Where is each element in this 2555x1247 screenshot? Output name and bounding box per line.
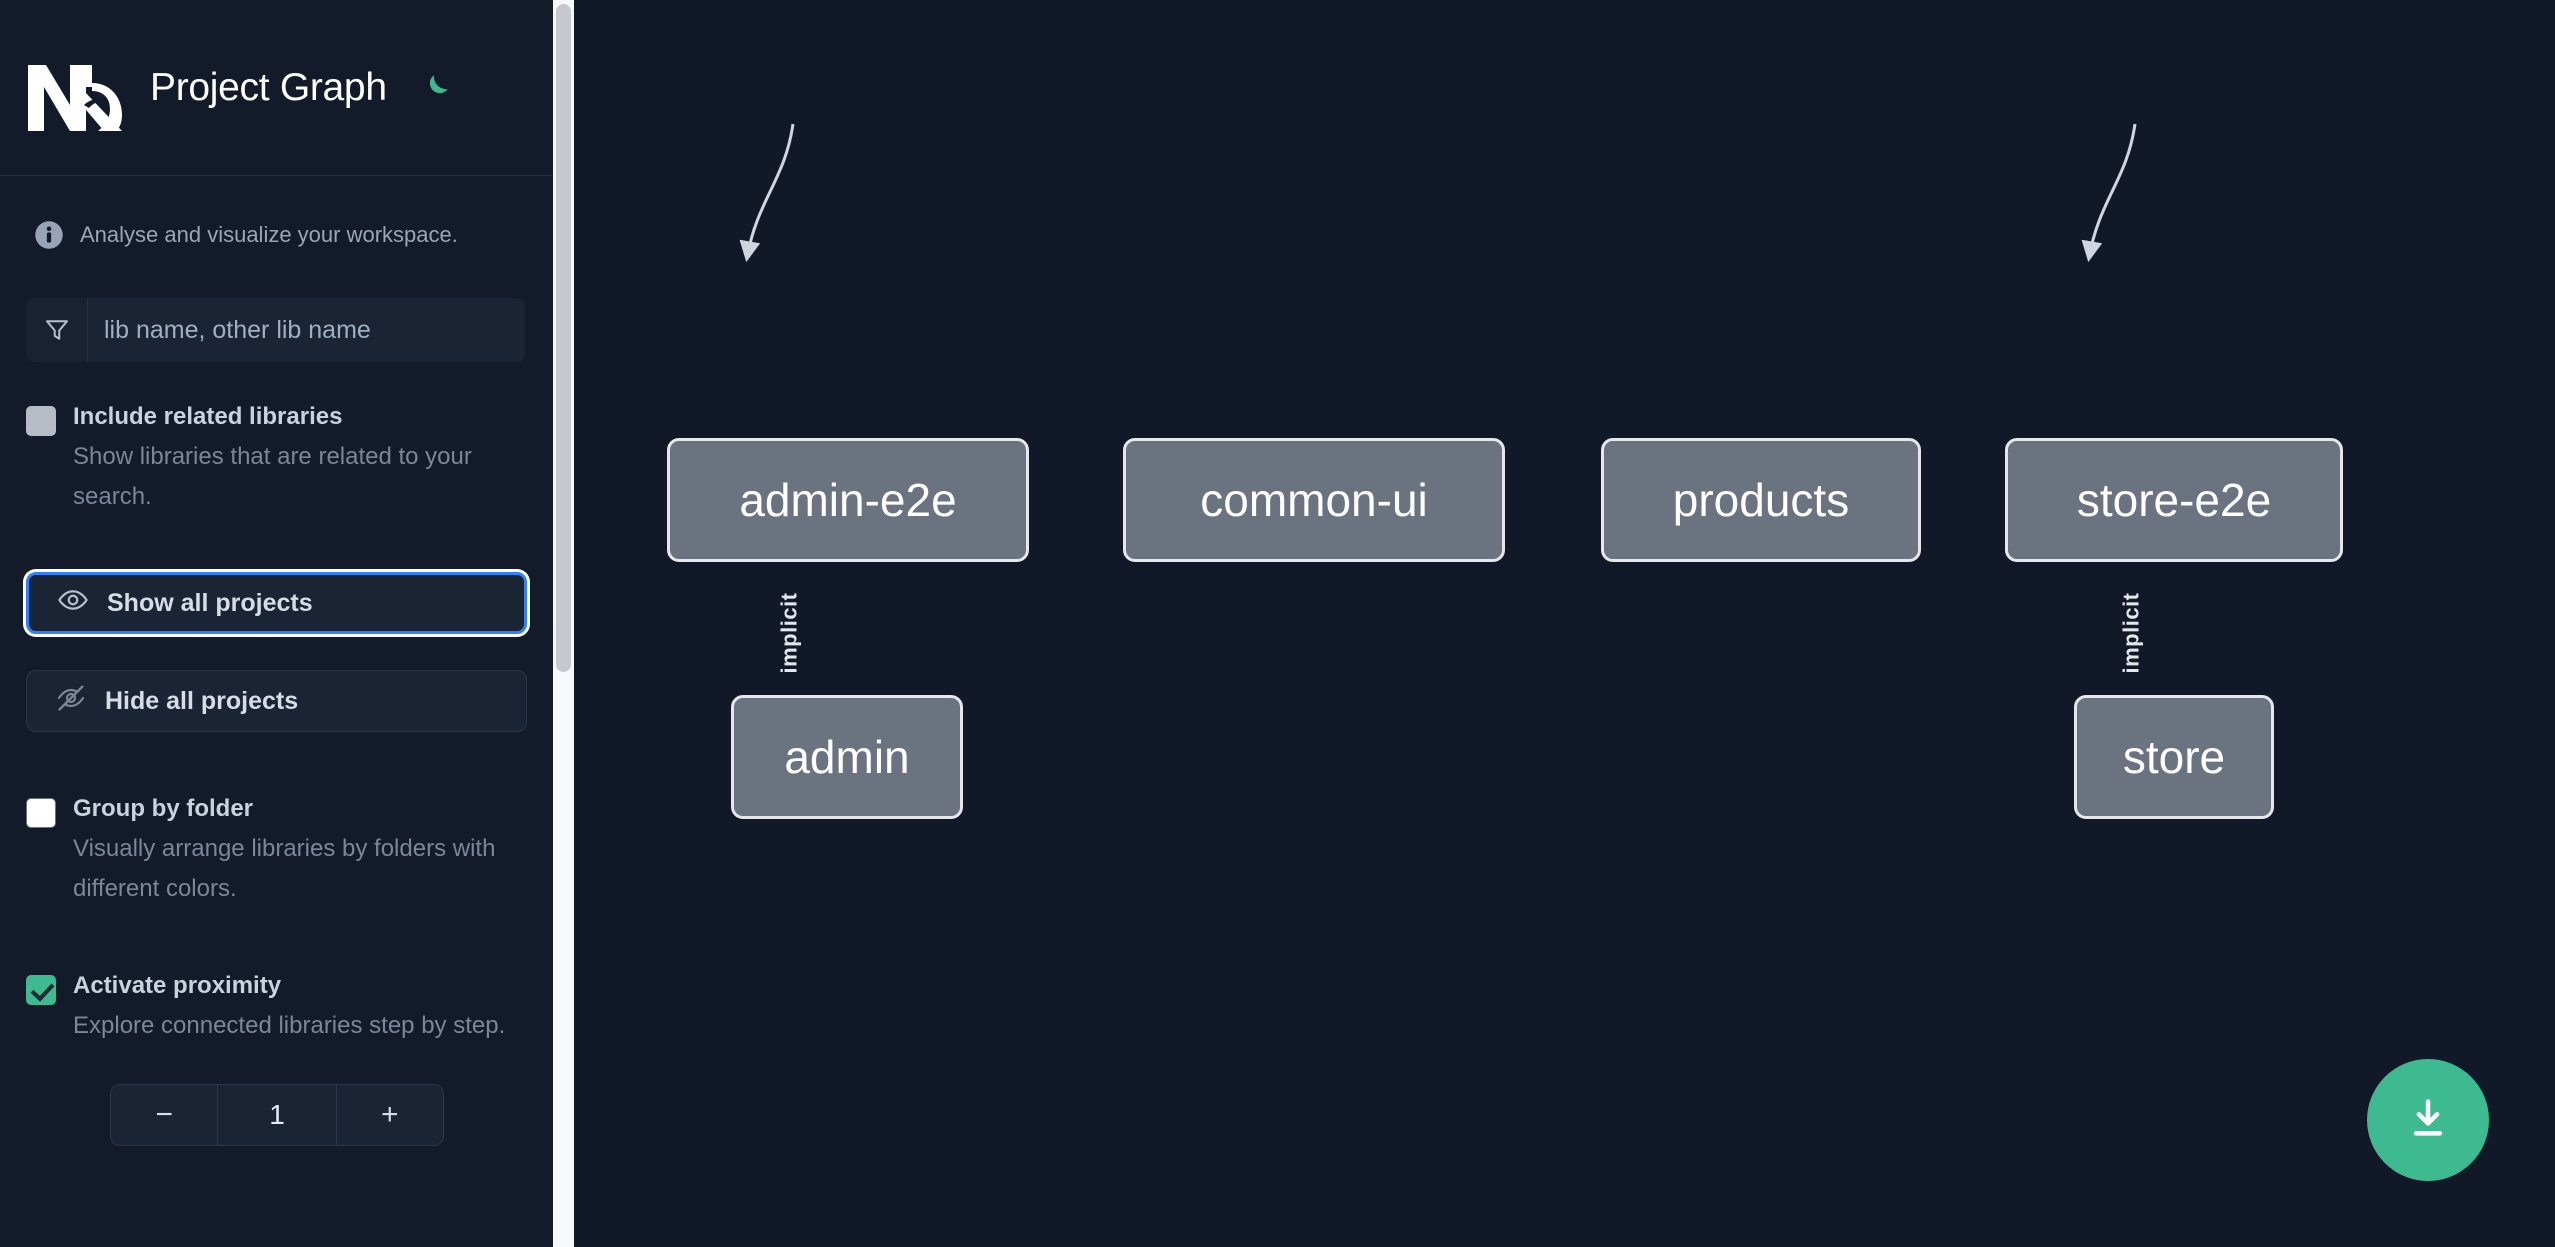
node-label: products (1672, 474, 1850, 526)
option-title: Include related libraries (73, 403, 343, 430)
checkbox-group-by-folder[interactable] (26, 798, 56, 828)
graph-node-common-ui[interactable]: common-ui (1123, 438, 1505, 562)
graph-node-products[interactable]: products (1601, 438, 1921, 562)
option-activate-proximity[interactable]: Activate proximity Explore connected lib… (0, 971, 553, 1046)
option-title: Activate proximity (73, 972, 282, 999)
edge-label-store-implicit: implicit (2118, 592, 2144, 674)
graph-node-admin-e2e[interactable]: admin-e2e (667, 438, 1029, 562)
info-circle-icon (35, 221, 63, 249)
option-group-by-folder[interactable]: Group by folder Visually arrange librari… (0, 794, 553, 909)
nx-logo-icon (26, 53, 122, 131)
proximity-increment-button[interactable]: + (336, 1085, 443, 1145)
download-icon (2402, 1093, 2454, 1148)
workspace-info: Analyse and visualize your workspace. (0, 176, 553, 250)
sidebar-scrollbar-track[interactable] (553, 0, 574, 1247)
proximity-stepper[interactable]: − 1 + (110, 1084, 444, 1146)
node-label: store-e2e (2076, 474, 2272, 526)
graph-node-store[interactable]: store (2074, 695, 2274, 819)
proximity-decrement-button[interactable]: − (111, 1085, 218, 1145)
workspace-info-text: Analyse and visualize your workspace. (80, 222, 458, 247)
hide-all-projects-label: Hide all projects (105, 686, 299, 715)
graph-edges (739, 123, 2137, 263)
option-description: Explore connected libraries step by step… (73, 1012, 506, 1039)
node-label: store (2122, 731, 2226, 783)
moon-icon[interactable] (415, 68, 455, 108)
search-input[interactable] (88, 298, 525, 362)
graph-node-admin[interactable]: admin (731, 695, 963, 819)
proximity-value: 1 (217, 1085, 337, 1145)
sidebar-body: Analyse and visualize your workspace. In… (0, 176, 553, 1146)
search-field[interactable] (26, 298, 525, 362)
option-description: Show libraries that are related to your … (73, 443, 472, 510)
show-all-projects-label: Show all projects (107, 588, 313, 617)
graph-canvas[interactable]: admin-e2e common-ui products store-e2e a… (553, 0, 2555, 1247)
eye-off-icon (55, 682, 87, 721)
page-title: Project Graph (150, 65, 387, 109)
checkbox-include-related-libraries[interactable] (26, 406, 56, 436)
sidebar-scrollbar-thumb[interactable] (556, 4, 571, 672)
sidebar-header: Project Graph (0, 0, 553, 176)
node-label: admin-e2e (739, 474, 957, 526)
sidebar: Project Graph Analyse and visualize your… (0, 0, 553, 1247)
checkbox-activate-proximity[interactable] (26, 975, 56, 1005)
node-label: admin (784, 731, 910, 783)
hide-all-projects-button[interactable]: Hide all projects (26, 670, 527, 732)
option-description: Visually arrange libraries by folders wi… (73, 835, 496, 902)
node-label: common-ui (1200, 474, 1428, 526)
edge-label-admin-implicit: implicit (776, 592, 802, 674)
option-include-related-libraries[interactable]: Include related libraries Show libraries… (0, 402, 553, 517)
option-title: Group by folder (73, 795, 253, 822)
eye-icon (57, 584, 89, 623)
show-all-projects-button[interactable]: Show all projects (26, 572, 527, 634)
graph-node-store-e2e[interactable]: store-e2e (2005, 438, 2343, 562)
filter-funnel-icon (26, 298, 88, 362)
download-graph-button[interactable] (2367, 1059, 2489, 1181)
